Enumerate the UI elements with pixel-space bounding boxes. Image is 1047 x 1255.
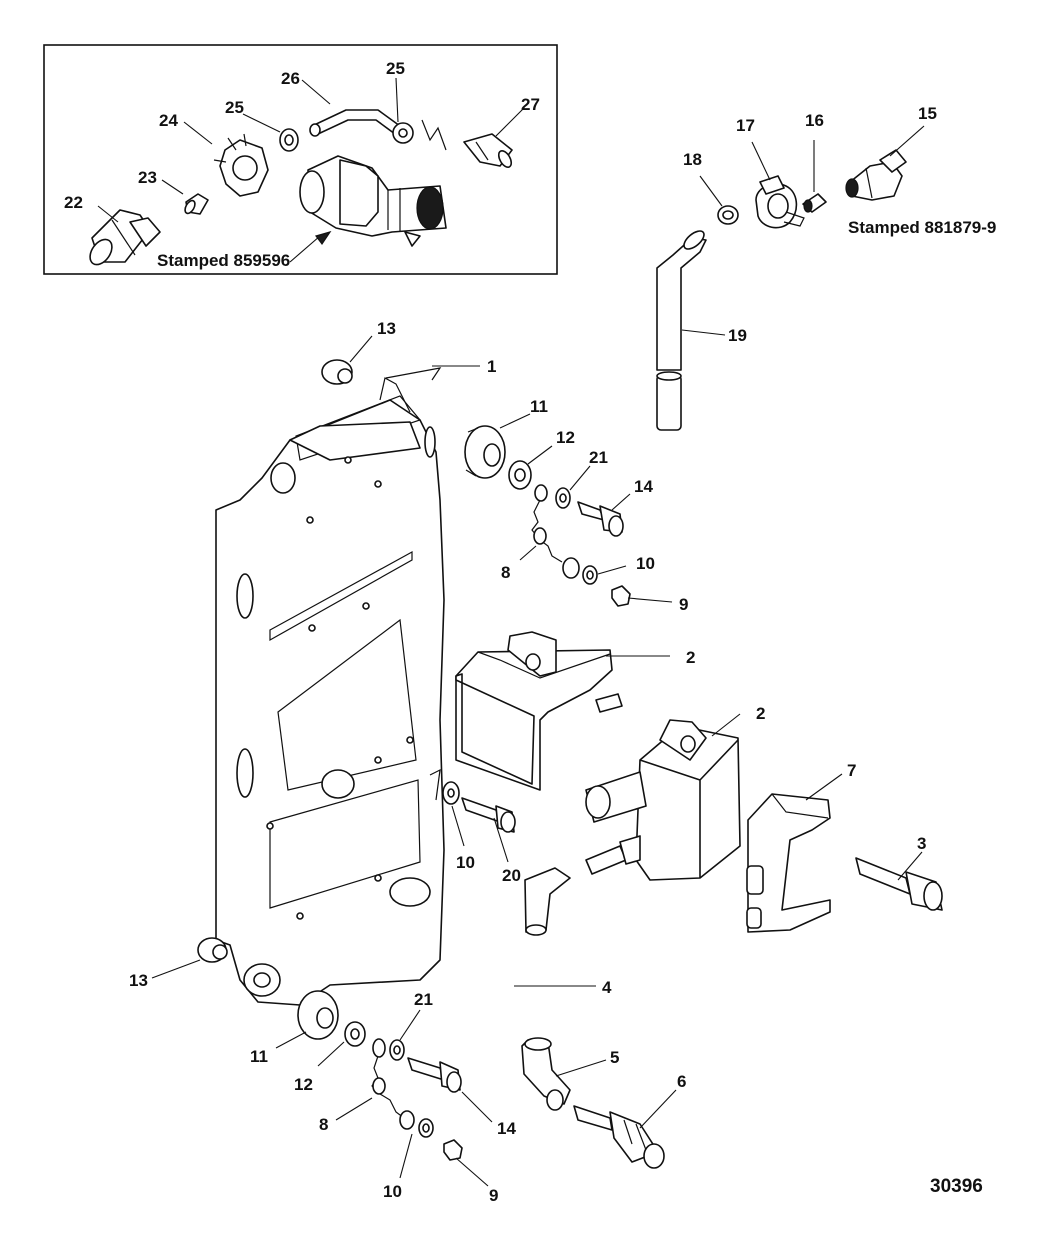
callout-2-upper: 2 <box>686 648 695 667</box>
callout-21-upper: 21 <box>589 448 608 467</box>
part-15-stamp-label: Stamped 881879-9 <box>848 218 996 237</box>
callout-22: 22 <box>64 193 83 212</box>
callout-5: 5 <box>610 1048 619 1067</box>
part-8-ground-wire-bottom <box>371 1038 405 1119</box>
elbow-upper <box>524 867 571 936</box>
callout-13-upper: 13 <box>377 319 396 338</box>
part-10-washer-middle <box>429 768 460 805</box>
part-13-grommet-top <box>321 359 353 385</box>
part-13-grommet-bottom <box>197 937 228 963</box>
callout-20: 20 <box>502 866 521 885</box>
callout-9-upper: 9 <box>679 595 688 614</box>
part-14-bolt-top <box>577 501 624 537</box>
part-25-clamp-left <box>279 128 299 152</box>
callout-26: 26 <box>281 69 300 88</box>
callout-10-upper: 10 <box>636 554 655 573</box>
callout-10-middle: 10 <box>456 853 475 872</box>
part-10-washer-bottom <box>399 1110 434 1138</box>
callout-7: 7 <box>847 761 856 780</box>
callout-18: 18 <box>683 150 702 169</box>
callout-10-lower: 10 <box>383 1182 402 1201</box>
callout-25-left: 25 <box>225 98 244 117</box>
part-9-nut-bottom <box>443 1139 463 1161</box>
callout-14-lower: 14 <box>497 1119 516 1138</box>
part-24-clamp <box>213 133 269 197</box>
callout-2-lower: 2 <box>756 704 765 723</box>
part-10-washer-top <box>562 557 598 585</box>
callout-27: 27 <box>521 95 540 114</box>
leader-lines <box>97 77 925 1187</box>
part-4-mounting-plate <box>215 367 445 1006</box>
part-12-washer-top <box>508 460 532 490</box>
callout-1: 1 <box>487 357 496 376</box>
callout-12-lower: 12 <box>294 1075 313 1094</box>
callout-16: 16 <box>805 111 824 130</box>
callout-25-right: 25 <box>386 59 405 78</box>
callout-14-upper: 14 <box>634 477 653 496</box>
callout-9-lower: 9 <box>489 1186 498 1205</box>
part-2-coil-lower <box>585 719 741 881</box>
part-25-clamp-right <box>392 122 414 144</box>
pressure-sensor-859596 <box>299 155 447 247</box>
part-27-fitting <box>421 119 513 168</box>
part-6-sensor <box>573 1105 665 1169</box>
callout-21-lower: 21 <box>414 990 433 1009</box>
part-5-elbow <box>521 1037 571 1111</box>
part-19-hose <box>656 230 707 431</box>
part-12-washer-bottom <box>344 1021 366 1047</box>
part-2-coil-upper <box>455 631 623 791</box>
part-14-bolt-bottom <box>407 1057 462 1093</box>
part-8-ground-wire-top <box>531 484 563 563</box>
callout-3: 3 <box>917 834 926 853</box>
callout-17: 17 <box>736 116 755 135</box>
part-21-washer-bottom <box>389 1039 405 1061</box>
callout-6: 6 <box>677 1072 686 1091</box>
inset-box <box>43 44 558 275</box>
callout-12-upper: 12 <box>556 428 575 447</box>
callout-11-upper: 11 <box>530 397 548 416</box>
figure-number: 30396 <box>930 1176 983 1197</box>
part-7-bracket <box>746 793 831 933</box>
part-23-sleeve <box>184 193 209 215</box>
part-16-fitting <box>802 193 827 213</box>
part-18-clamp <box>717 205 739 225</box>
part-21-washer-top <box>555 487 571 509</box>
callout-4: 4 <box>602 978 612 997</box>
callout-24: 24 <box>159 111 178 130</box>
part-11-grommet-top <box>464 425 506 479</box>
callout-19: 19 <box>728 326 747 345</box>
part-15-sensor <box>845 149 907 201</box>
inset-stamp-label: Stamped 859596 <box>157 251 290 270</box>
part-9-nut-top <box>611 585 631 607</box>
callout-23: 23 <box>138 168 157 187</box>
callout-13-lower: 13 <box>129 971 148 990</box>
callout-15: 15 <box>918 104 937 123</box>
part-11-grommet-bottom <box>297 990 339 1040</box>
callout-labels: 1 2 2 3 4 5 6 7 8 8 9 9 10 10 10 11 11 1… <box>64 59 937 1205</box>
part-26-hose <box>309 109 401 137</box>
part-17-clamp <box>755 175 805 229</box>
part-22-fitting <box>89 209 161 266</box>
part-20-bolt <box>461 797 516 833</box>
callout-11-lower: 11 <box>250 1047 268 1066</box>
part-3-bolt <box>855 857 943 911</box>
callout-8-upper: 8 <box>501 563 510 582</box>
callout-8-lower: 8 <box>319 1115 328 1134</box>
